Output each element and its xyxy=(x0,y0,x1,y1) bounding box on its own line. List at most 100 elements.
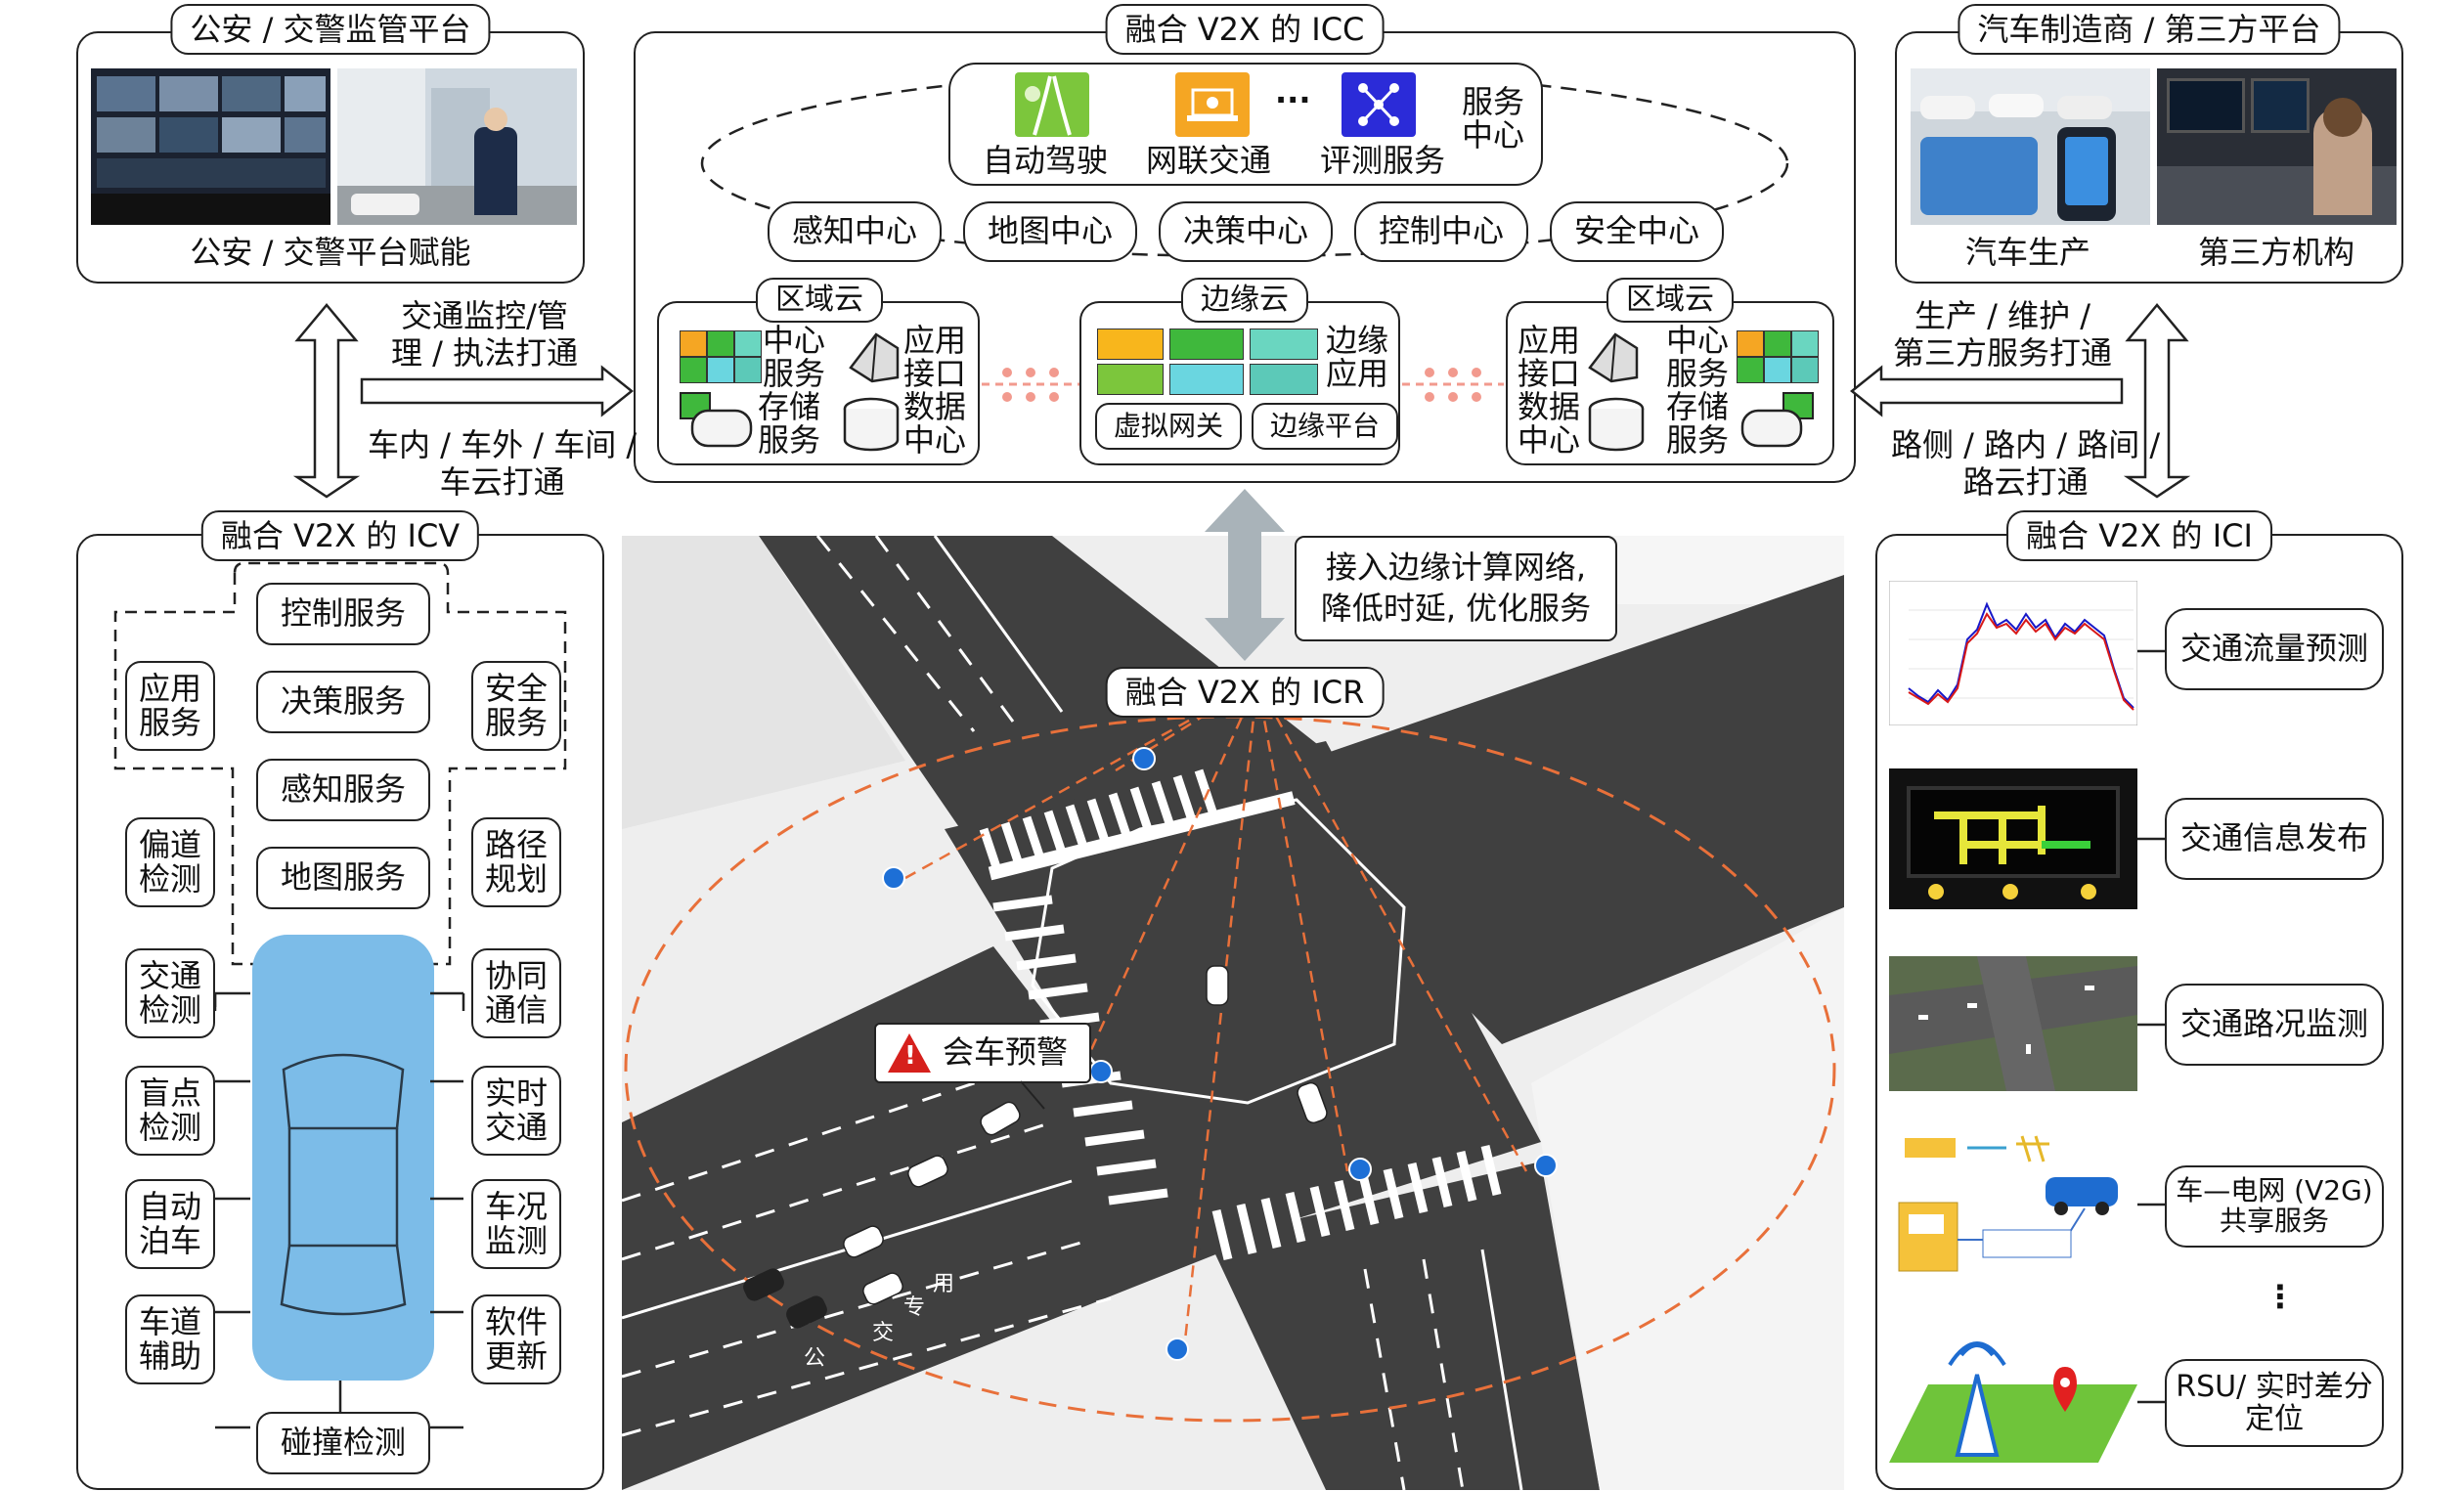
intersection-map: 用 专 交 公 xyxy=(622,536,1844,1490)
warning-text: 会车预警 xyxy=(943,1033,1069,1072)
left-cloud-data-center: 数据 中心 xyxy=(903,388,967,459)
right-arrows xyxy=(1849,303,2190,499)
virtual-gateway-button: 虚拟网关 xyxy=(1095,403,1242,450)
police-officer-photo xyxy=(337,68,577,225)
icv-connectors xyxy=(213,991,465,1429)
icv-lane-assist: 车道 辅助 xyxy=(125,1294,215,1384)
center-service-grid-icon xyxy=(1737,330,1819,383)
sidewalk-corner xyxy=(1531,907,1844,1490)
lane-markings xyxy=(622,536,1523,1490)
bus-lane-char: 专 xyxy=(903,1295,925,1320)
icv-dashed-frame xyxy=(113,561,567,966)
center-service-grid-icon xyxy=(680,330,762,383)
bus-lane-char: 公 xyxy=(804,1346,825,1371)
application-interface-icon xyxy=(1588,332,1639,383)
rsu-markers xyxy=(882,747,1558,1361)
bus-lane-char: 用 xyxy=(933,1272,954,1296)
edge-block xyxy=(1169,329,1244,360)
rsu-thumb xyxy=(1889,1341,2137,1463)
ici-ellipsis: ⋮ xyxy=(2265,1278,2296,1315)
ici-traffic-flow-prediction: 交通流量预测 xyxy=(2165,608,2384,690)
service-center-label: 服务 中心 xyxy=(1462,83,1525,153)
traffic-flow-chart-thumb xyxy=(1889,581,2137,725)
icv-software-update: 软件 更新 xyxy=(471,1294,561,1384)
edge-network-label: 接入边缘计算网络, 降低时延, 优化服务 xyxy=(1295,536,1617,641)
edge-network-arrow xyxy=(1205,489,1285,661)
meeting-warning: ! 会车预警 xyxy=(874,1023,1091,1083)
right-regional-cloud-title: 区域云 xyxy=(1606,278,1734,323)
icv-auto-parking: 自动 泊车 xyxy=(125,1179,215,1269)
edge-application-label: 边缘 应用 xyxy=(1326,322,1389,392)
left-bottom-arrow-label: 车内 / 车外 / 车间 / 车云打通 xyxy=(368,426,638,502)
data-center-icon xyxy=(843,397,900,452)
services-ellipsis: ··· xyxy=(1275,81,1311,118)
center-control: 控制中心 xyxy=(1354,201,1528,262)
vehicle-body xyxy=(252,935,434,1381)
application-interface-icon xyxy=(849,332,900,383)
right-cloud-center-service: 中心 服务 xyxy=(1666,322,1730,392)
road-south xyxy=(1209,1162,1600,1490)
car-production-photo xyxy=(1911,68,2150,225)
sidewalk-corner xyxy=(622,536,905,829)
traffic-info-sign-thumb xyxy=(1889,768,2137,909)
icr-title: 融合 V2X 的 ICR xyxy=(1105,667,1385,718)
junction-guide xyxy=(1031,798,1406,1105)
data-center-icon xyxy=(1588,397,1645,452)
icv-traffic-detection: 交通 检测 xyxy=(125,948,215,1038)
icc-title: 融合 V2X 的 ICC xyxy=(1105,4,1385,55)
oem-title: 汽车制造商 / 第三方平台 xyxy=(1958,4,2341,55)
icv-perception-service: 感知服务 xyxy=(256,759,430,821)
bus-lane-text: 用 专 交 公 xyxy=(804,1272,954,1371)
cloud-link-left xyxy=(982,368,1079,402)
ici-traffic-info-release: 交通信息发布 xyxy=(2165,798,2384,880)
icv-vehicle-monitoring: 车况 监测 xyxy=(471,1179,561,1269)
icv-blind-spot: 盲点 检测 xyxy=(125,1066,215,1156)
left-top-arrow-label: 交通监控/管 理 / 执法打通 xyxy=(391,297,579,373)
traffic-aerial-thumb xyxy=(1889,956,2137,1091)
ici-connectors xyxy=(2137,649,2165,1404)
icv-control-service: 控制服务 xyxy=(256,583,430,645)
edge-cloud-title: 边缘云 xyxy=(1181,278,1308,323)
center-map: 地图中心 xyxy=(963,201,1137,262)
service-label-autonomous: 自动驾驶 xyxy=(983,142,1109,179)
storage-service-icon xyxy=(680,392,753,448)
icv-map-service: 地图服务 xyxy=(256,847,430,909)
oem-caption-third-party: 第三方机构 xyxy=(2198,234,2355,271)
cloud-link-right xyxy=(1402,368,1504,402)
edge-block xyxy=(1097,364,1164,395)
icv-security-service: 安全 服务 xyxy=(471,661,561,751)
ici-traffic-condition-monitoring: 交通路况监测 xyxy=(2165,984,2384,1066)
bus-lane-char: 交 xyxy=(872,1321,894,1345)
road-junction xyxy=(945,741,1541,1250)
icv-decision-service: 决策服务 xyxy=(256,671,430,733)
ici-v2g-sharing: 车—电网 (V2G) 共享服务 xyxy=(2165,1165,2384,1248)
police-title: 公安 / 交警监管平台 xyxy=(170,4,491,55)
edge-platform-button: 边缘平台 xyxy=(1252,403,1398,450)
edge-block xyxy=(1250,364,1318,395)
connected-traffic-icon xyxy=(1175,72,1250,137)
warning-triangle-icon: ! xyxy=(888,1033,931,1073)
icv-realtime-traffic: 实时 交通 xyxy=(471,1066,561,1156)
left-cloud-center-service: 中心 服务 xyxy=(763,322,826,392)
police-caption: 公安 / 交警平台赋能 xyxy=(190,234,471,271)
ici-rsu-positioning: RSU/ 实时差分 定位 xyxy=(2165,1359,2384,1447)
icv-collision-detection: 碰撞检测 xyxy=(256,1412,430,1474)
road-north xyxy=(759,536,1326,849)
crosswalk-stripes xyxy=(979,768,1218,875)
icv-lane-departure: 偏道 检测 xyxy=(125,817,215,907)
ici-title: 融合 V2X 的 ICI xyxy=(2006,510,2272,561)
v2g-thumb xyxy=(1898,1135,2118,1272)
service-label-evaluation: 评测服务 xyxy=(1320,142,1446,179)
monitoring-room-photo xyxy=(91,68,330,225)
storage-service-icon xyxy=(1740,392,1814,448)
right-cloud-app-interface: 应用 接口 xyxy=(1518,322,1581,392)
right-top-arrow-label: 生产 / 维护 / 第三方服务打通 xyxy=(1893,297,2113,373)
center-perception: 感知中心 xyxy=(768,201,942,262)
autonomous-driving-icon xyxy=(1015,72,1089,137)
left-cloud-storage-service: 存储 服务 xyxy=(758,388,821,459)
oem-caption-production: 汽车生产 xyxy=(1965,234,2091,271)
warning-pointer xyxy=(1020,1080,1045,1110)
crosswalk-stripes xyxy=(1211,1144,1502,1261)
edge-block xyxy=(1097,329,1164,360)
